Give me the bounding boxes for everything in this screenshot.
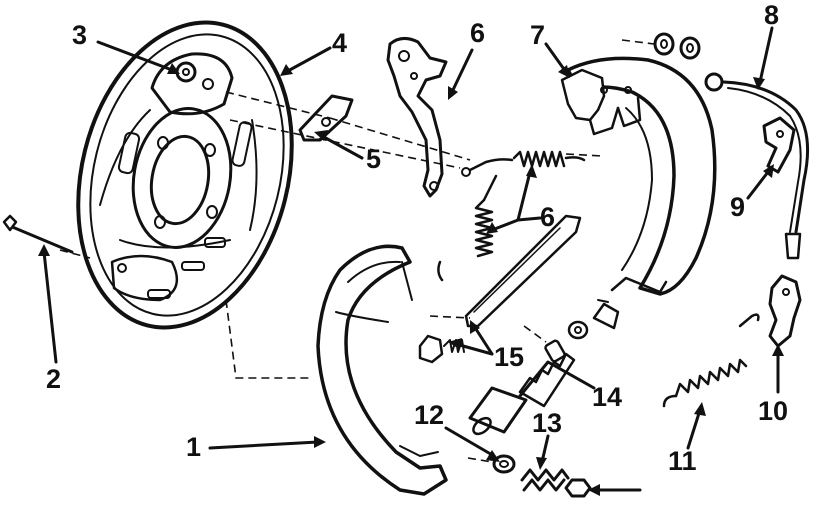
callout-7: 7 <box>530 20 545 50</box>
callout-12: 12 <box>414 400 444 430</box>
callout-1: 1 <box>186 432 201 462</box>
backing-plate <box>76 20 294 330</box>
adjuster-lever-clip <box>762 116 796 174</box>
callout-10: 10 <box>758 396 788 426</box>
callout-15: 15 <box>494 342 524 372</box>
callout-2: 2 <box>46 364 61 394</box>
brake-shoe-primary <box>316 244 448 496</box>
brake-shoe-secondary <box>560 56 717 296</box>
callout-8: 8 <box>764 0 779 30</box>
callout-4: 4 <box>332 28 347 58</box>
callout-11: 11 <box>668 446 697 476</box>
assembly-guide-lines <box>59 39 655 463</box>
adjuster-lever <box>768 274 802 348</box>
parking-brake-lever <box>386 37 448 198</box>
callout-9: 9 <box>730 192 745 222</box>
callout-13: 13 <box>532 408 562 438</box>
leader-lines <box>38 26 784 496</box>
mounting-bolt <box>564 478 592 498</box>
return-spring-diagonal <box>437 174 498 282</box>
adjuster-spring <box>662 313 760 408</box>
adjuster-spring-small <box>520 468 570 492</box>
callout-labels: 1 2 3 4 5 6 6 7 8 9 10 11 12 13 14 15 <box>46 0 788 476</box>
return-spring-upper <box>461 150 586 177</box>
hold-down-pin <box>2 214 74 254</box>
callout-14: 14 <box>592 382 622 412</box>
callout-6a: 6 <box>470 18 485 48</box>
anchor-shim <box>298 94 354 142</box>
star-wheel-adjuster <box>468 299 620 436</box>
callout-5: 5 <box>366 144 381 174</box>
adjuster-strut <box>464 214 582 328</box>
adjuster-nut <box>492 454 516 474</box>
callout-6b: 6 <box>540 202 555 232</box>
parking-cable <box>653 32 810 260</box>
callout-3: 3 <box>72 20 87 50</box>
